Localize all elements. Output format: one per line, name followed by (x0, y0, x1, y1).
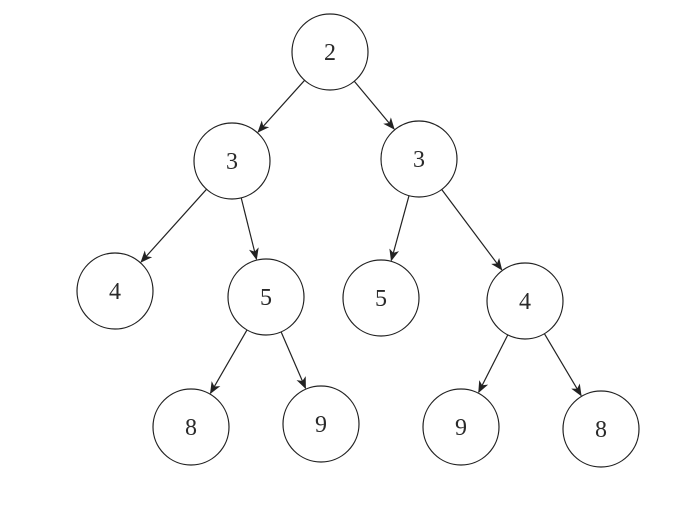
tree-node-circle (380, 120, 458, 198)
tree-edge-RR-RRR (543, 333, 582, 397)
tree-node-label: 9 (455, 415, 467, 441)
tree-node-circle (342, 259, 420, 337)
tree-node-L: 3 (193, 122, 271, 200)
tree-node-RRR: 8 (562, 390, 640, 468)
tree-node-label: 9 (315, 412, 327, 438)
tree-node-circle (152, 388, 230, 466)
tree-node-circle (562, 390, 640, 468)
tree-node-label: 2 (324, 40, 336, 66)
tree-node-LL: 4 (76, 252, 154, 330)
tree-node-LR: 5 (227, 258, 305, 336)
tree-node-root: 2 (291, 13, 369, 91)
tree-edge-R-RL (389, 195, 410, 262)
tree-node-label: 4 (519, 289, 531, 315)
tree-node-circle (422, 388, 500, 466)
tree-node-circle (227, 258, 305, 336)
tree-node-circle (76, 252, 154, 330)
tree-node-label: 8 (185, 415, 197, 441)
tree-edge-LR-LRR (280, 331, 307, 390)
tree-node-R: 3 (380, 120, 458, 198)
tree-node-RL: 5 (342, 259, 420, 337)
tree-edge-R-RR (441, 189, 503, 271)
tree-node-LRL: 8 (152, 388, 230, 466)
tree-node-label: 5 (260, 285, 272, 311)
tree-node-RRL: 9 (422, 388, 500, 466)
tree-edge-L-LL (140, 188, 208, 263)
tree-node-label: 3 (226, 149, 238, 175)
tree-node-label: 3 (413, 147, 425, 173)
tree-edge-LR-LRL (209, 329, 248, 395)
tree-edge-L-LR (240, 197, 259, 261)
tree-node-label: 4 (109, 279, 121, 305)
tree-node-LRR: 9 (282, 385, 360, 463)
tree-edge-root-R (353, 80, 395, 130)
tree-node-RR: 4 (486, 262, 564, 340)
tree-node-circle (282, 385, 360, 463)
tree-node-circle (193, 122, 271, 200)
tree-edge-RR-RRL (478, 334, 509, 394)
tree-edge-root-L (257, 79, 306, 133)
tree-node-label: 5 (375, 286, 387, 312)
tree-node-label: 8 (595, 417, 607, 443)
edges-layer (140, 79, 582, 397)
tree-node-circle (486, 262, 564, 340)
nodes-layer: 2 3 3 4 5 5 4 8 9 9 8 (76, 13, 640, 468)
tree-node-circle (291, 13, 369, 91)
